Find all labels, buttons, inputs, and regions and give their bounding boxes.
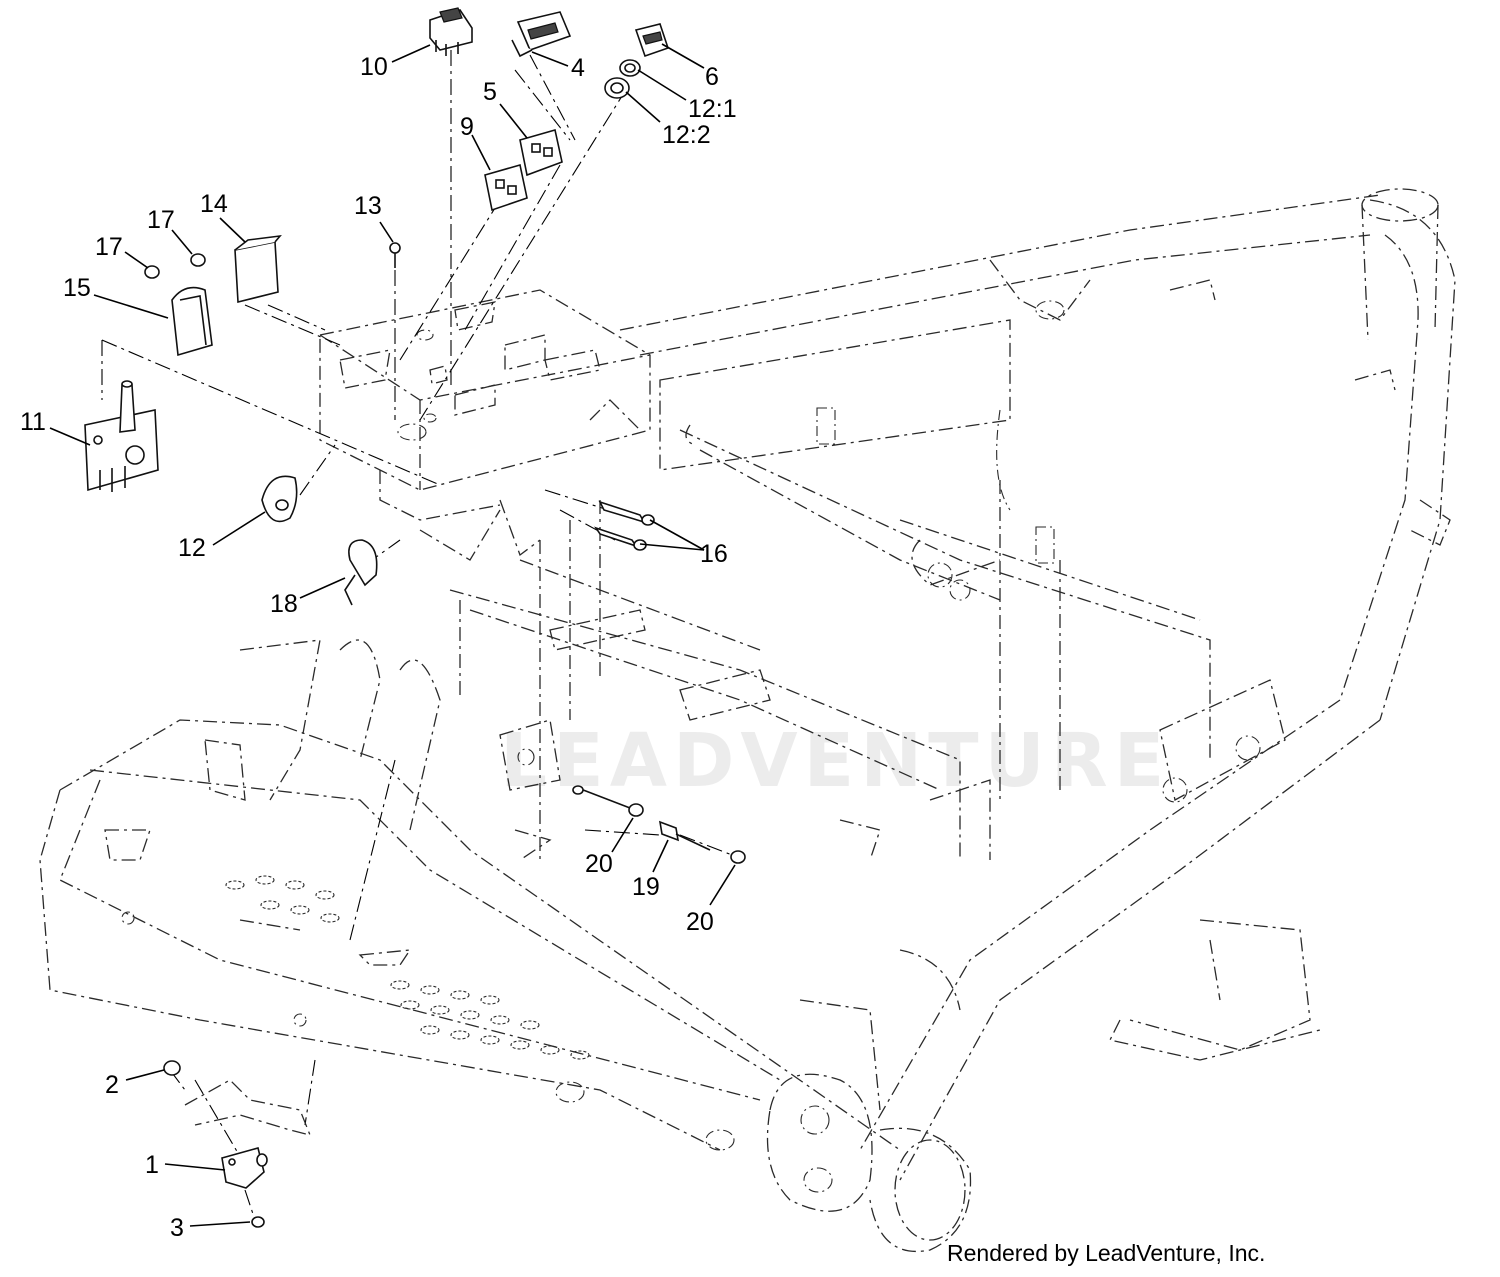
part-4-switch-plate[interactable] (511, 11, 572, 58)
callout-5: 5 (483, 78, 497, 106)
part-3-nut[interactable] (251, 1216, 265, 1228)
part-9-switch[interactable] (484, 163, 528, 212)
watermark-logo: LEADVENTURE (500, 718, 1171, 804)
callout-10: 10 (360, 53, 388, 81)
callout-3: 3 (170, 1214, 184, 1242)
part-1-switch[interactable] (221, 1147, 268, 1189)
part-16-bolts[interactable] (594, 500, 655, 551)
part-12-knob[interactable] (261, 475, 298, 523)
callout-12-1: 12:1 (688, 95, 737, 123)
callout-17-b: 17 (95, 233, 123, 261)
callout-16: 16 (700, 540, 728, 568)
part-5-switch[interactable] (519, 128, 563, 177)
part-20-nut-a[interactable] (628, 803, 644, 817)
callout-12-2: 12:2 (662, 121, 711, 149)
part-14-module[interactable] (234, 234, 282, 304)
callout-labels: 10 4 6 12:1 12:2 5 9 13 14 17 17 15 11 1… (20, 53, 737, 1242)
explosion-lines (101, 50, 733, 1221)
callout-18: 18 (270, 590, 298, 618)
part-12-2-nut[interactable] (604, 77, 630, 99)
callout-13: 13 (354, 192, 382, 220)
part-13-screw[interactable] (389, 242, 401, 268)
part-20-rod[interactable] (572, 785, 631, 809)
callout-14: 14 (200, 190, 228, 218)
leader-lines (49, 43, 736, 1227)
callout-15: 15 (63, 274, 91, 302)
part-18-clip[interactable] (344, 539, 378, 606)
part-10-rocker-switch[interactable] (429, 7, 473, 56)
part-12-1-washer[interactable] (619, 59, 641, 77)
part-20-nut-b[interactable] (730, 850, 746, 864)
pedal-bracket (184, 1079, 312, 1136)
part-15-bracket[interactable] (171, 286, 213, 357)
callout-20-b: 20 (686, 908, 714, 936)
control-console (319, 289, 696, 561)
part-17-nut-a[interactable] (190, 253, 206, 267)
callout-1: 1 (145, 1151, 159, 1179)
callout-17-a: 17 (147, 206, 175, 234)
part-19-cable-fitting[interactable] (658, 820, 711, 851)
part-11-throttle-assembly[interactable] (84, 380, 159, 492)
callout-12: 12 (178, 534, 206, 562)
part-6-key[interactable] (634, 23, 670, 58)
part-2-nut[interactable] (163, 1060, 181, 1076)
mower-frame (39, 188, 1456, 1252)
part-17-nut-b[interactable] (144, 265, 160, 279)
render-credit: Rendered by LeadVenture, Inc. (947, 1240, 1266, 1266)
callout-9: 9 (460, 113, 474, 141)
callout-2: 2 (105, 1071, 119, 1099)
callout-19: 19 (632, 873, 660, 901)
step-dimples (225, 875, 590, 1060)
callout-4: 4 (571, 54, 585, 82)
callout-20-a: 20 (585, 850, 613, 878)
callout-11: 11 (20, 408, 46, 436)
callout-6: 6 (705, 63, 719, 91)
